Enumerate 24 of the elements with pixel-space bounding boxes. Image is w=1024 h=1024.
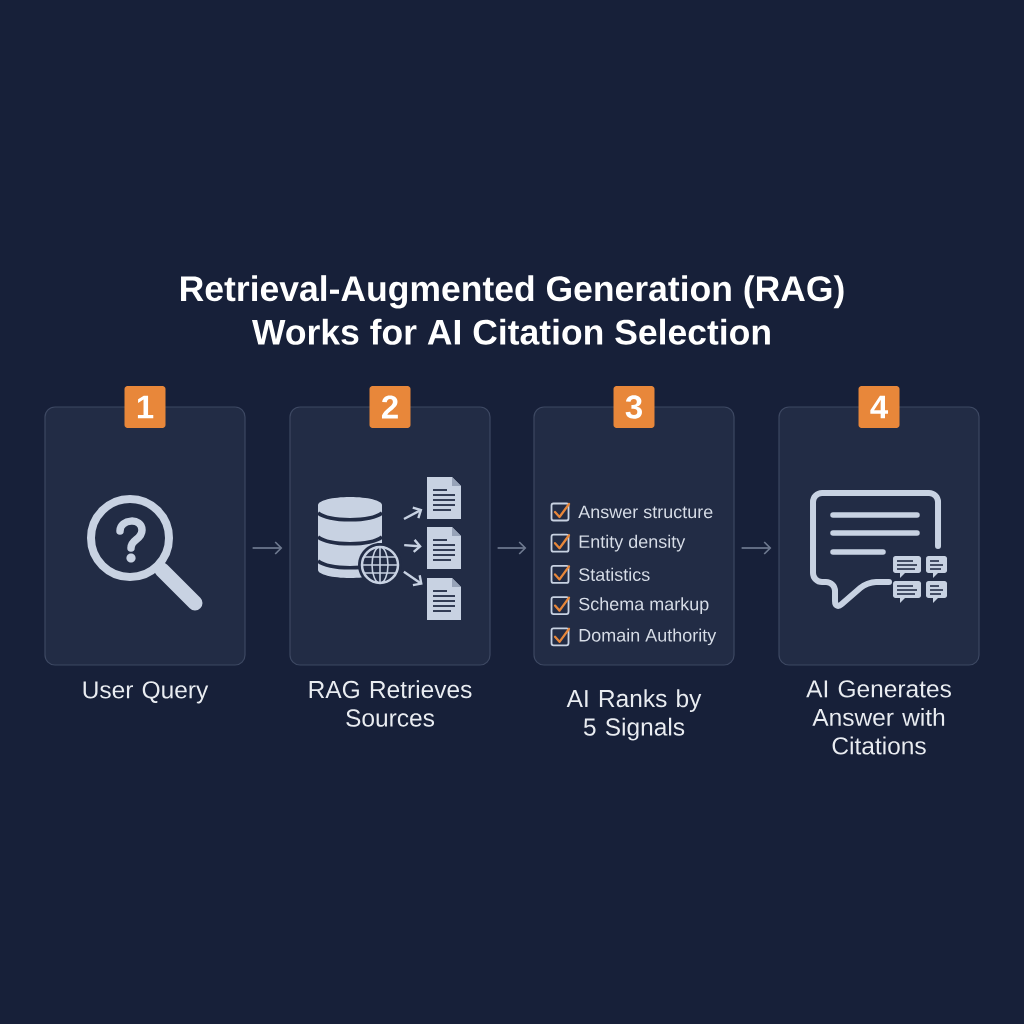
document-icon (427, 578, 461, 620)
database-icon (317, 497, 402, 587)
arrow (740, 541, 772, 555)
number-badge: 3 (613, 386, 655, 428)
number-badge: 1 (124, 386, 166, 428)
number-badge: 4 (858, 386, 900, 428)
checklist-item: Answer structure (578, 505, 713, 519)
step-caption: AI Generates Answer with Citations (806, 680, 951, 755)
checklist-item: Entity density (579, 534, 686, 552)
arrow (404, 539, 422, 553)
step-caption: RAG Retrieves Sources (309, 680, 472, 727)
document-icon (427, 477, 461, 519)
document-icon (427, 527, 461, 569)
number-badge: 2 (369, 386, 411, 428)
checklist-item: Statistics (579, 567, 650, 581)
arrow (496, 541, 527, 555)
step-caption: User Query (83, 681, 209, 704)
step-caption: AI Ranks by 5 Signals (566, 689, 702, 741)
checklist-item: Domain Authority (579, 628, 717, 646)
arrow (403, 570, 423, 587)
arrow (251, 541, 283, 555)
arrow (403, 506, 423, 521)
checklist-item: Schema markup (579, 597, 709, 614)
title: Retrieval-Augmented Generation (RAG) Works for AI Citation Selection (181, 275, 844, 345)
